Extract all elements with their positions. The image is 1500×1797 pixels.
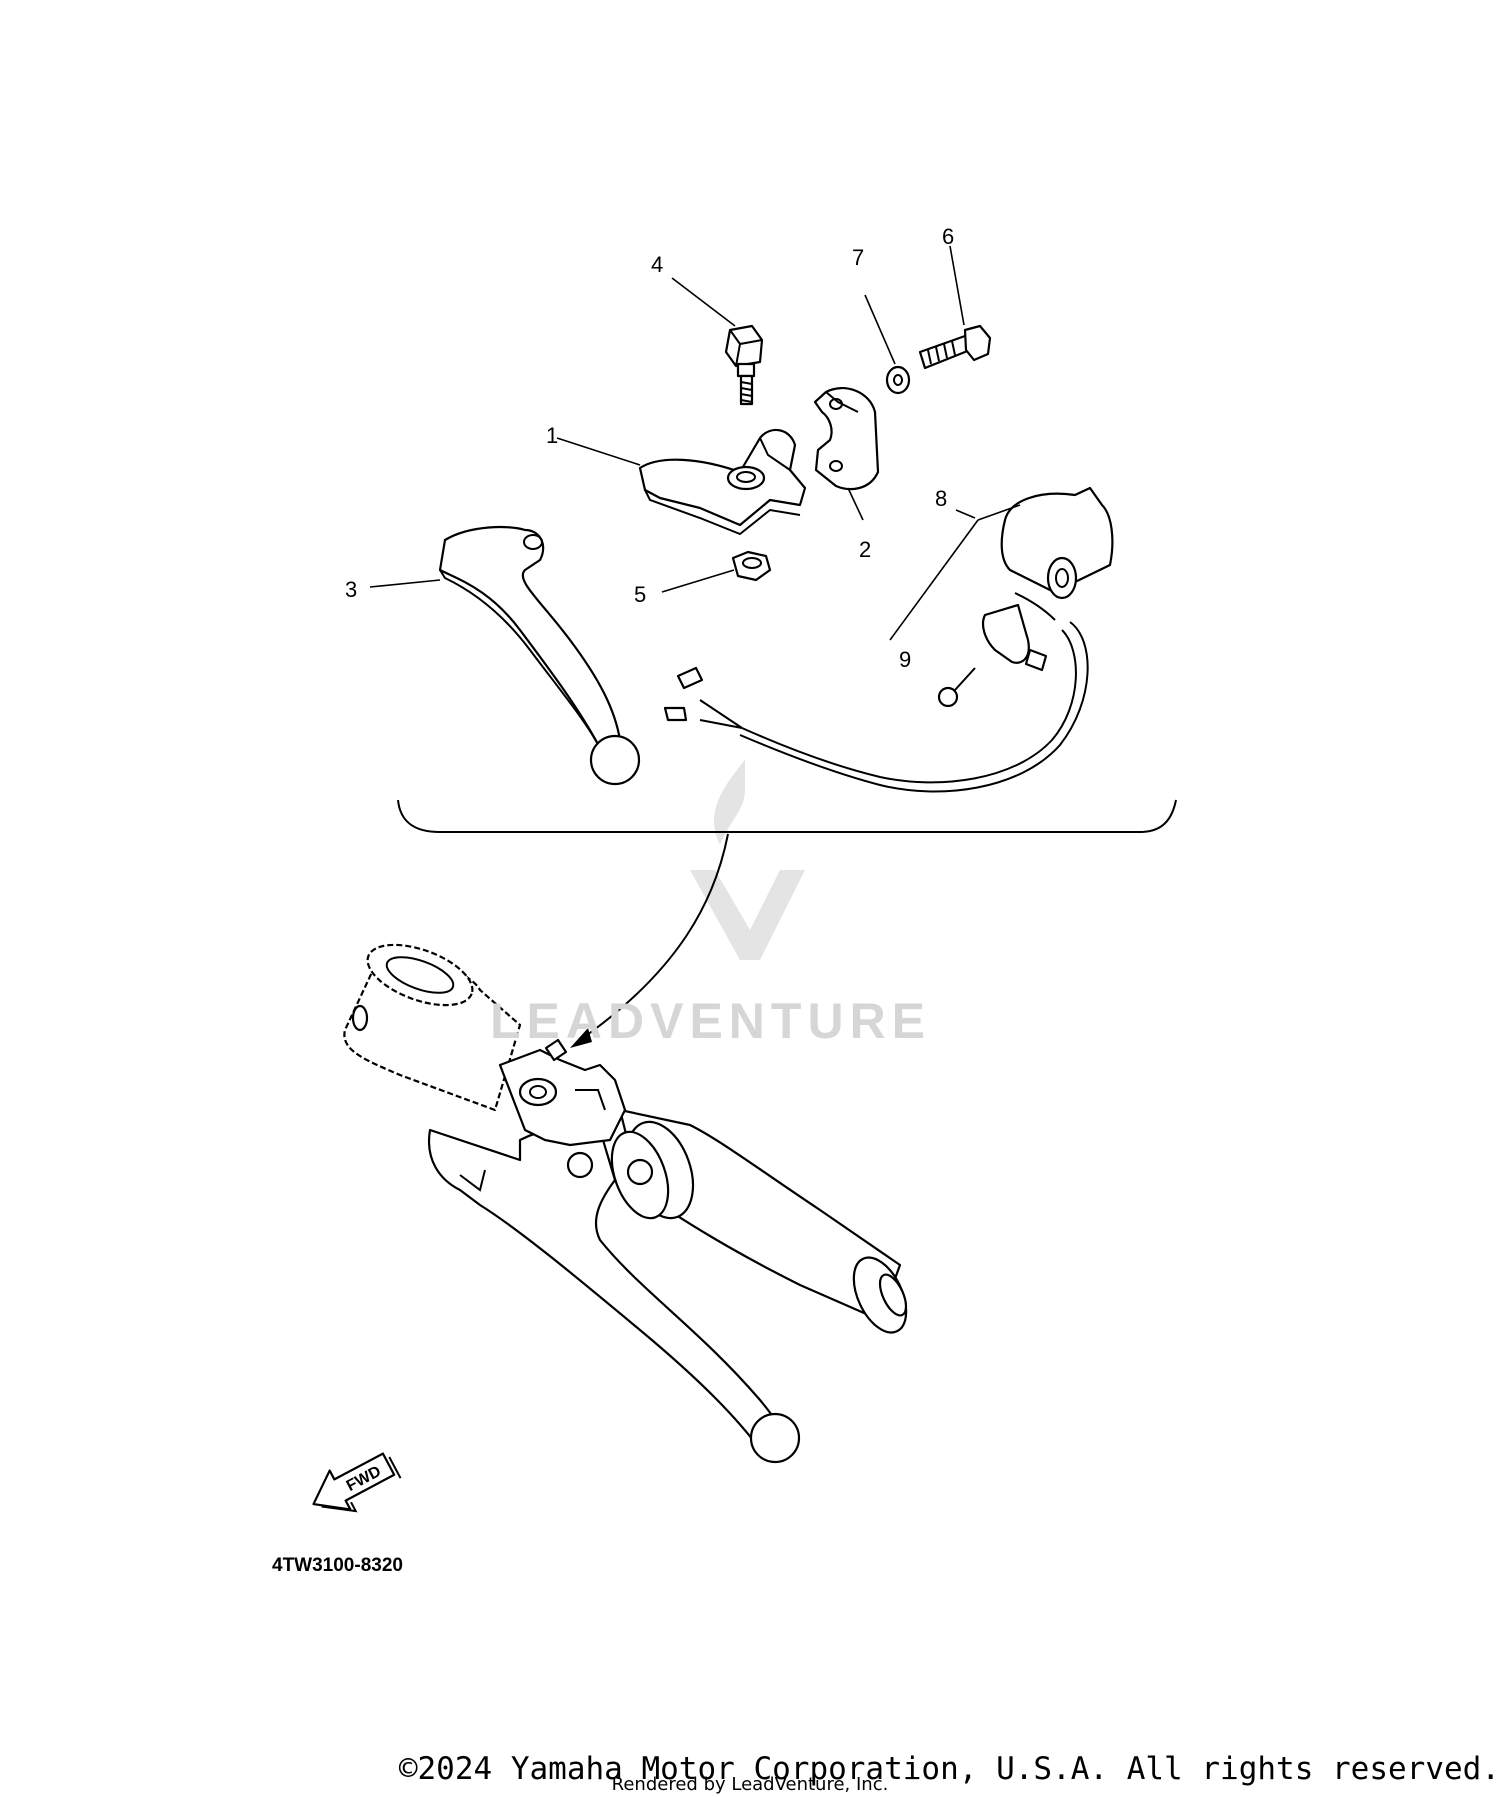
part-8-switch-housing	[981, 486, 1114, 672]
grouping-bracket	[397, 799, 1177, 833]
leadventure-watermark-logo	[690, 760, 805, 960]
part-3-brake-lever	[438, 525, 641, 786]
callout-3: 3	[345, 577, 357, 602]
part-2-clamp	[813, 387, 880, 491]
callout-7: 7	[852, 245, 864, 270]
part-4-bolt	[724, 324, 764, 406]
rendered-by-notice: Rendered by LeadVenture, Inc.	[611, 1774, 889, 1795]
assembled-lever-view	[343, 943, 908, 1464]
callout-2: 2	[859, 537, 871, 562]
part-9-screw	[937, 667, 976, 708]
diagram-code: 4TW3100-8320	[272, 1555, 403, 1576]
switch-wiring	[663, 621, 1089, 793]
callout-8: 8	[935, 486, 947, 511]
fwd-arrow-icon: FWD	[312, 1452, 402, 1513]
part-5-nut	[731, 550, 772, 582]
part-7-washer	[885, 365, 911, 395]
callout-5: 5	[634, 582, 646, 607]
callout-1: 1	[546, 423, 558, 448]
part-6-bolt	[918, 324, 992, 370]
part-1-lever-holder	[638, 428, 807, 536]
copyright-notice: ©2024 Yamaha Motor Corporation, U.S.A. A…	[398, 1751, 1500, 1787]
leader-lines	[369, 245, 1021, 641]
watermark-text: LEADVENTURE	[490, 993, 932, 1049]
callout-6: 6	[942, 224, 954, 249]
assembly-arrow	[570, 833, 729, 1048]
callout-9: 9	[899, 647, 911, 672]
callout-4: 4	[651, 252, 663, 277]
